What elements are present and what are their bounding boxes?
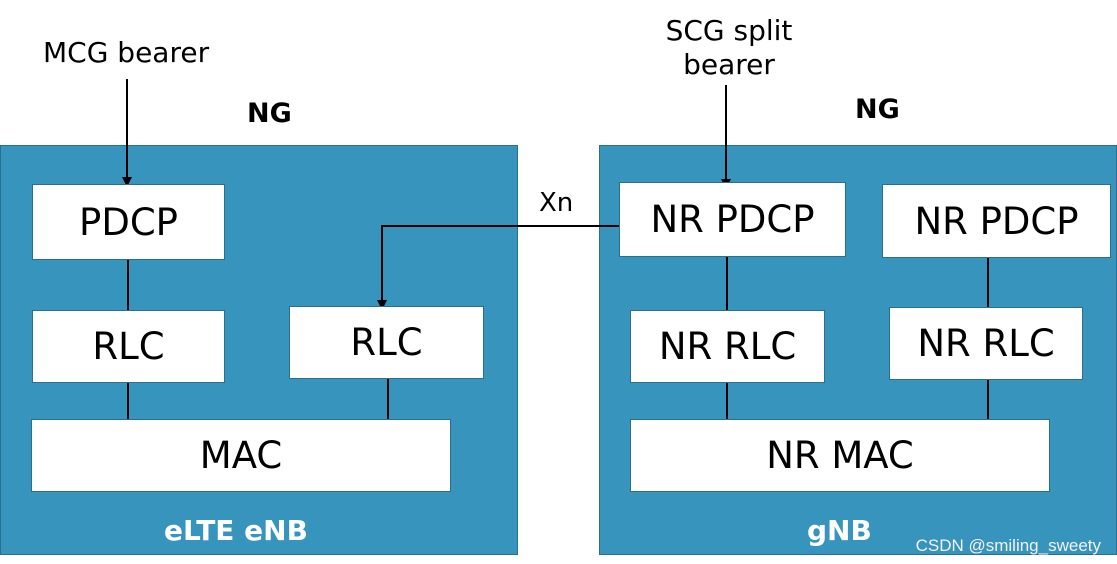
enb-rlc-left-box: RLC: [32, 310, 225, 383]
xn-label: Xn: [539, 188, 574, 218]
enb-mac-box: MAC: [31, 419, 451, 492]
gnb-name-label: gNB: [807, 514, 872, 547]
gnb-mac-box: NR MAC: [630, 419, 1050, 492]
mcg-bearer-label: MCG bearer: [43, 36, 210, 69]
enb-pdcp-box: PDCP: [32, 184, 225, 260]
gnb-rlc-left-box: NR RLC: [630, 310, 825, 383]
scg-split-label-line2: bearer: [683, 48, 775, 81]
xn-link-arrow: [377, 225, 620, 310]
enb-rlc-right-box: RLC: [289, 306, 484, 379]
gnb-pdcp-left-box: NR PDCP: [619, 182, 846, 257]
watermark-text: CSDN @smiling_sweety: [915, 536, 1101, 555]
gnb-ng-label: NG: [855, 94, 900, 125]
gnb-rlc-right-box: NR RLC: [889, 307, 1083, 380]
enb-ng-label: NG: [247, 98, 292, 129]
scg-split-bearer-label: SCG split bearer: [648, 14, 810, 82]
gnb-pdcp-right-box: NR PDCP: [882, 184, 1111, 258]
enb-name-label: eLTE eNB: [164, 514, 308, 547]
scg-split-label-line1: SCG split: [665, 14, 793, 47]
